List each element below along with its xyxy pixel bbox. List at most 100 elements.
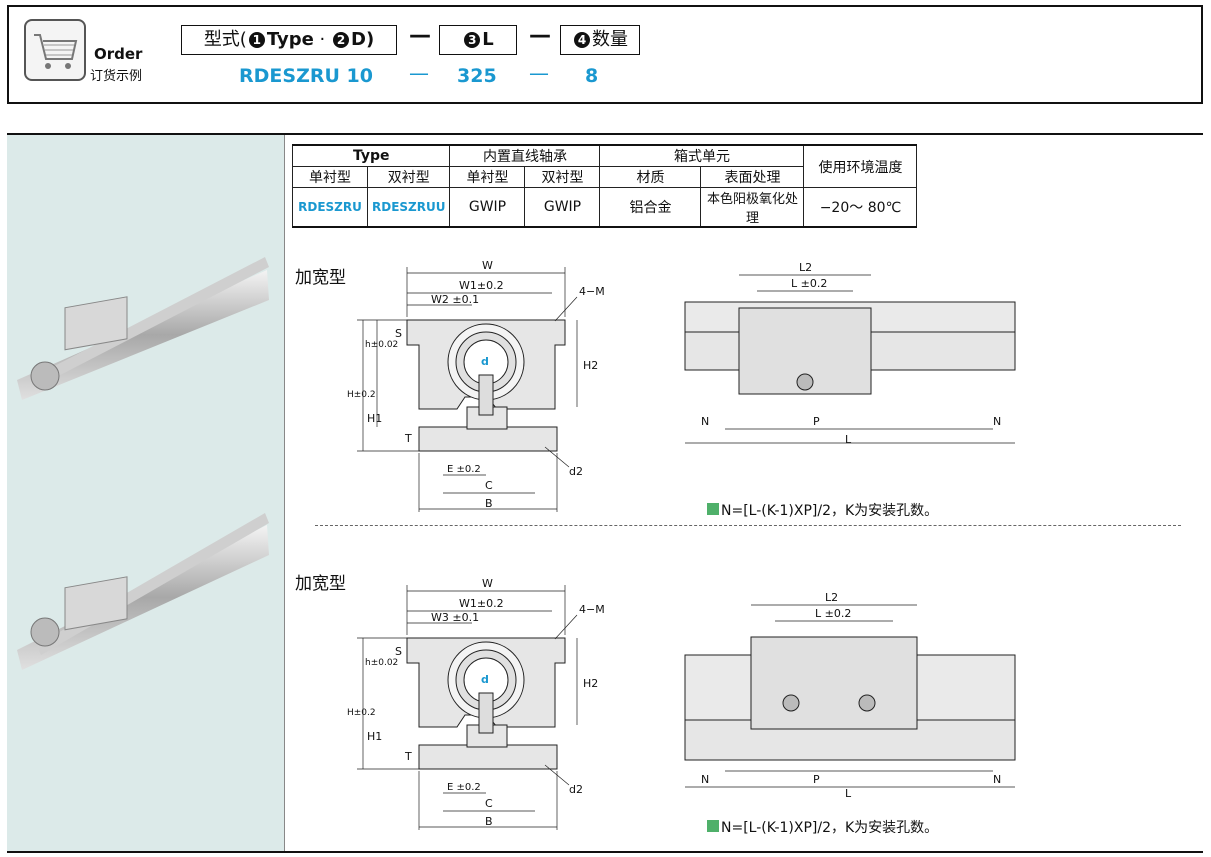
dim-N-right-2: N: [993, 773, 1001, 786]
section-divider: [315, 525, 1181, 526]
dim-L-tol: L ±0.2: [791, 277, 827, 290]
number-2-badge: 2: [333, 32, 350, 48]
dim-L: L: [845, 433, 852, 446]
dim-N-right: N: [993, 415, 1001, 428]
section-1-label: 加宽型: [295, 268, 346, 288]
section-2-label: 加宽型: [295, 574, 346, 594]
end-view-drawing-1: W W1±0.2 W2 ±0.1 4−M H2 H±0.2 H1 h±0.02 …: [347, 259, 605, 512]
dim-W-2: W: [482, 577, 493, 590]
dim-P: P: [813, 415, 820, 428]
spec-table: Type 内置直线轴承 箱式单元 使用环境温度 单衬型 双衬型 材质 表面处理 …: [291, 144, 918, 228]
dim-h-2: h±0.02: [365, 658, 398, 668]
dim-H2: H2: [583, 359, 598, 372]
note-1: N=[L-(K-1)XP]/2，K为安装孔数。: [707, 500, 938, 520]
dim-H1-2: H1: [367, 730, 382, 743]
dim-M-2: 4−M: [579, 603, 605, 616]
note-2: N=[L-(K-1)XP]/2，K为安装孔数。: [707, 817, 938, 837]
material-cell: 铝合金: [599, 187, 702, 228]
type-prefix: 型式(: [203, 29, 247, 50]
dim-H: H±0.2: [347, 390, 376, 400]
type-double-cell: RDESZRUU: [366, 187, 451, 228]
side-view-drawing-2: L2 L ±0.2 N P N L: [684, 591, 1016, 800]
th-temp: 使用环境温度: [803, 144, 918, 188]
end-view-drawing-2: W W1±0.2 W3 ±0.1 4−M H2 H±0.2 H1 h±0.02 …: [347, 577, 605, 830]
dim-W: W: [482, 259, 493, 272]
th-box: 箱式单元: [599, 144, 805, 167]
type-word: Type: [266, 29, 314, 50]
product-image-pane: [7, 135, 285, 851]
dim-N-left-2: N: [701, 773, 709, 786]
shopping-cart-icon: [24, 19, 86, 81]
dim-S-2: S: [395, 645, 402, 658]
dim-h: h±0.02: [365, 340, 398, 350]
th-type: Type: [291, 144, 451, 167]
dim-L-tol-2: L ±0.2: [815, 607, 851, 620]
dim-H-2: H±0.2: [347, 708, 376, 718]
dim-C: C: [485, 479, 493, 492]
product-detail-panel: Type 内置直线轴承 箱式单元 使用环境温度 单衬型 双衬型 材质 表面处理 …: [7, 133, 1203, 853]
number-4-badge: 4: [574, 32, 590, 48]
order-subtitle: 订货示例: [90, 69, 143, 84]
th-bearing: 内置直线轴承: [449, 144, 601, 167]
note-2-text: N=[L-(K-1)XP]/2，K为安装孔数。: [721, 820, 939, 836]
dim-E-2: E ±0.2: [447, 782, 481, 793]
separator: ·: [319, 29, 326, 50]
type-single-cell: RDESZRU: [292, 187, 368, 228]
note-icon: [707, 503, 719, 515]
dim-T-2: T: [404, 750, 412, 763]
qty-word: 数量: [592, 29, 628, 50]
bearing-double-cell: GWIP: [524, 187, 601, 228]
note-1-text: N=[L-(K-1)XP]/2，K为安装孔数。: [721, 503, 939, 519]
th-material: 材质: [599, 166, 702, 188]
product-photo-2: [17, 513, 269, 670]
dim-W1: W1±0.2: [459, 279, 504, 292]
dim-d: d: [481, 355, 489, 368]
dim-d2-2: d2: [569, 783, 583, 796]
product-photos: [17, 257, 269, 670]
dim-W3: W3 ±0.1: [431, 611, 479, 624]
dim-L-2: L: [845, 787, 852, 800]
note-icon-2: [707, 820, 719, 832]
d-word: D): [351, 29, 375, 50]
dim-B: B: [485, 497, 493, 510]
dim-P-2: P: [813, 773, 820, 786]
example-dash-2: —: [529, 61, 549, 85]
example-type-value: RDESZRU 10: [239, 65, 373, 87]
surface-cell: 本色阳极氧化处理: [700, 187, 805, 228]
temp-cell: −20～ 80℃: [803, 187, 918, 228]
dim-E: E ±0.2: [447, 464, 481, 475]
th-surface: 表面处理: [700, 166, 805, 188]
side-view-drawing-1: L2 L ±0.2 N P N L: [684, 261, 1016, 446]
th-single-bearing: 单衬型: [449, 166, 526, 188]
dim-B-2: B: [485, 815, 493, 828]
dim-S: S: [395, 327, 402, 340]
bearing-single-cell: GWIP: [449, 187, 526, 228]
dim-d-2: d: [481, 673, 489, 686]
l-word: L: [482, 29, 494, 50]
number-3-badge: 3: [464, 32, 481, 48]
number-1-badge: 1: [248, 32, 265, 48]
th-double: 双衬型: [366, 166, 451, 188]
dash-2: —: [529, 23, 551, 48]
dim-M: 4−M: [579, 285, 605, 298]
order-title: Order: [94, 45, 143, 63]
product-photo-1: [17, 257, 269, 400]
example-length-value: 325: [457, 65, 497, 87]
dim-W2: W2 ±0.1: [431, 293, 479, 306]
dim-W1-2: W1±0.2: [459, 597, 504, 610]
th-single: 单衬型: [292, 166, 368, 188]
dim-T: T: [404, 432, 412, 445]
example-dash-1: —: [409, 61, 429, 85]
dim-d2: d2: [569, 465, 583, 478]
dim-C-2: C: [485, 797, 493, 810]
dim-N-left: N: [701, 415, 709, 428]
dim-L2-2: L2: [825, 591, 838, 604]
dim-H1: H1: [367, 412, 382, 425]
dim-L2: L2: [799, 261, 812, 274]
dash-1: —: [409, 23, 431, 48]
example-qty-value: 8: [585, 65, 599, 87]
